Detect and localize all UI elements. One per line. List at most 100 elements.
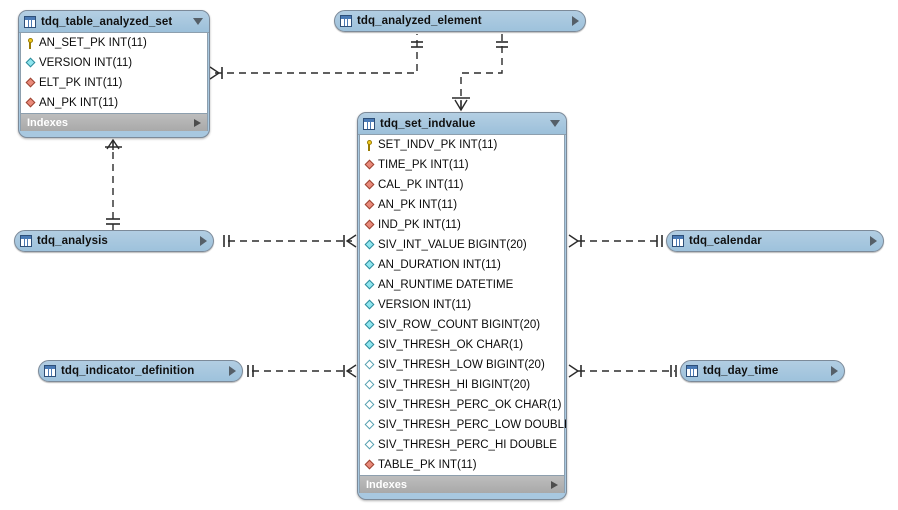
column-row[interactable]: SIV_THRESH_HI BIGINT(20) (360, 375, 564, 395)
table-title: tdq_calendar (689, 235, 762, 247)
table-icon (363, 117, 375, 130)
table-node-tdq-indicator-definition[interactable]: tdq_indicator_definition (38, 360, 243, 382)
column-label: SIV_THRESH_OK CHAR(1) (378, 339, 524, 351)
indexes-label: Indexes (366, 478, 407, 491)
table-icon (672, 235, 684, 247)
column-label: TABLE_PK INT(11) (378, 459, 477, 471)
chevron-right-icon[interactable] (831, 366, 838, 376)
table-node-tdq-table-analyzed-set[interactable]: tdq_table_analyzed_set AN_SET_PK INT(11)… (18, 10, 210, 138)
indexes-label: Indexes (27, 116, 68, 129)
hollow-diamond-icon (364, 400, 375, 411)
chevron-right-icon[interactable] (194, 118, 201, 127)
column-row[interactable]: VERSION INT(11) (360, 295, 564, 315)
red-diamond-icon (364, 220, 375, 231)
table-title: tdq_table_analyzed_set (41, 15, 173, 28)
column-row[interactable]: AN_PK INT(11) (360, 195, 564, 215)
table-node-tdq-set-indvalue[interactable]: tdq_set_indvalue SET_INDV_PK INT(11) TIM… (357, 112, 567, 500)
column-label: VERSION INT(11) (378, 299, 472, 311)
key-icon (364, 139, 375, 151)
hollow-diamond-icon (364, 360, 375, 371)
column-label: VERSION INT(11) (39, 57, 133, 69)
red-diamond-icon (364, 200, 375, 211)
column-row[interactable]: AN_PK INT(11) (21, 93, 207, 113)
table-icon (44, 365, 56, 377)
red-diamond-icon (364, 180, 375, 191)
column-row[interactable]: ELT_PK INT(11) (21, 73, 207, 93)
column-row[interactable]: SIV_THRESH_PERC_OK CHAR(1) (360, 395, 564, 415)
indexes-bar[interactable]: Indexes (359, 475, 565, 493)
table-header-tdq-set-indvalue[interactable]: tdq_set_indvalue (358, 113, 566, 135)
column-label: ELT_PK INT(11) (39, 77, 123, 89)
table-icon (24, 15, 36, 28)
table-title: tdq_analyzed_element (357, 15, 482, 27)
cyan-diamond-icon (364, 340, 375, 351)
column-label: AN_DURATION INT(11) (378, 259, 501, 271)
column-label: IND_PK INT(11) (378, 219, 461, 231)
cyan-diamond-icon (25, 58, 36, 69)
column-row[interactable]: SET_INDV_PK INT(11) (360, 135, 564, 155)
key-icon (25, 37, 36, 49)
relationship-analyzed-element-set-indvalue[interactable] (452, 34, 508, 112)
column-row[interactable]: AN_SET_PK INT(11) (21, 33, 207, 53)
chevron-down-icon[interactable] (193, 18, 203, 25)
chevron-right-icon[interactable] (200, 236, 207, 246)
hollow-diamond-icon (364, 380, 375, 391)
cyan-diamond-icon (364, 280, 375, 291)
table-node-tdq-analyzed-element[interactable]: tdq_analyzed_element (334, 10, 586, 32)
column-row[interactable]: AN_RUNTIME DATETIME (360, 275, 564, 295)
column-row[interactable]: IND_PK INT(11) (360, 215, 564, 235)
column-row[interactable]: SIV_THRESH_PERC_LOW DOUBLE (360, 415, 566, 435)
column-label: SIV_THRESH_PERC_OK CHAR(1) (378, 399, 562, 411)
relationship-indicator-definition-set-indvalue[interactable] (247, 364, 357, 378)
table-node-tdq-calendar[interactable]: tdq_calendar (666, 230, 884, 252)
column-list: SET_INDV_PK INT(11) TIME_PK INT(11) CAL_… (359, 135, 566, 475)
red-diamond-icon (364, 460, 375, 471)
column-label: TIME_PK INT(11) (378, 159, 469, 171)
chevron-right-icon[interactable] (229, 366, 236, 376)
red-diamond-icon (364, 160, 375, 171)
column-label: SIV_THRESH_LOW BIGINT(20) (378, 359, 545, 371)
table-node-tdq-analysis[interactable]: tdq_analysis (14, 230, 214, 252)
chevron-right-icon[interactable] (572, 16, 579, 26)
column-list: AN_SET_PK INT(11) VERSION INT(11) ELT_PK… (20, 33, 208, 113)
chevron-down-icon[interactable] (550, 120, 560, 127)
chevron-right-icon[interactable] (551, 480, 558, 489)
relationship-tas-analysis[interactable] (105, 138, 122, 230)
column-label: SIV_THRESH_HI BIGINT(20) (378, 379, 531, 391)
relationship-analysis-set-indvalue[interactable] (223, 234, 357, 248)
relationship-tas-analyzed-element[interactable] (209, 34, 423, 80)
indexes-bar[interactable]: Indexes (20, 113, 208, 131)
column-row[interactable]: CAL_PK INT(11) (360, 175, 564, 195)
table-icon (340, 15, 352, 27)
column-label: SIV_ROW_COUNT BIGINT(20) (378, 319, 541, 331)
table-icon (686, 365, 698, 377)
column-row[interactable]: SIV_THRESH_LOW BIGINT(20) (360, 355, 564, 375)
column-label: SIV_INT_VALUE BIGINT(20) (378, 239, 527, 251)
column-label: AN_PK INT(11) (39, 97, 119, 109)
column-row[interactable]: SIV_INT_VALUE BIGINT(20) (360, 235, 564, 255)
column-row[interactable]: TIME_PK INT(11) (360, 155, 564, 175)
relationship-set-indvalue-calendar[interactable] (568, 234, 663, 248)
column-label: CAL_PK INT(11) (378, 179, 464, 191)
table-icon (20, 235, 32, 247)
relationship-set-indvalue-day-time[interactable] (568, 364, 677, 378)
column-row[interactable]: TABLE_PK INT(11) (360, 455, 564, 475)
column-row[interactable]: SIV_ROW_COUNT BIGINT(20) (360, 315, 564, 335)
table-title: tdq_indicator_definition (61, 365, 195, 377)
hollow-diamond-icon (364, 440, 375, 451)
table-node-tdq-day-time[interactable]: tdq_day_time (680, 360, 845, 382)
hollow-diamond-icon (364, 420, 375, 431)
column-row[interactable]: VERSION INT(11) (21, 53, 207, 73)
column-label: SET_INDV_PK INT(11) (378, 139, 498, 151)
column-label: AN_PK INT(11) (378, 199, 458, 211)
table-header-tdq-table-analyzed-set[interactable]: tdq_table_analyzed_set (19, 11, 209, 33)
chevron-right-icon[interactable] (870, 236, 877, 246)
column-row[interactable]: AN_DURATION INT(11) (360, 255, 564, 275)
column-row[interactable]: SIV_THRESH_OK CHAR(1) (360, 335, 564, 355)
column-row[interactable]: SIV_THRESH_PERC_HI DOUBLE (360, 435, 564, 455)
table-title: tdq_set_indvalue (380, 117, 476, 130)
cyan-diamond-icon (364, 240, 375, 251)
column-label: AN_RUNTIME DATETIME (378, 279, 514, 291)
column-label: AN_SET_PK INT(11) (39, 37, 147, 49)
